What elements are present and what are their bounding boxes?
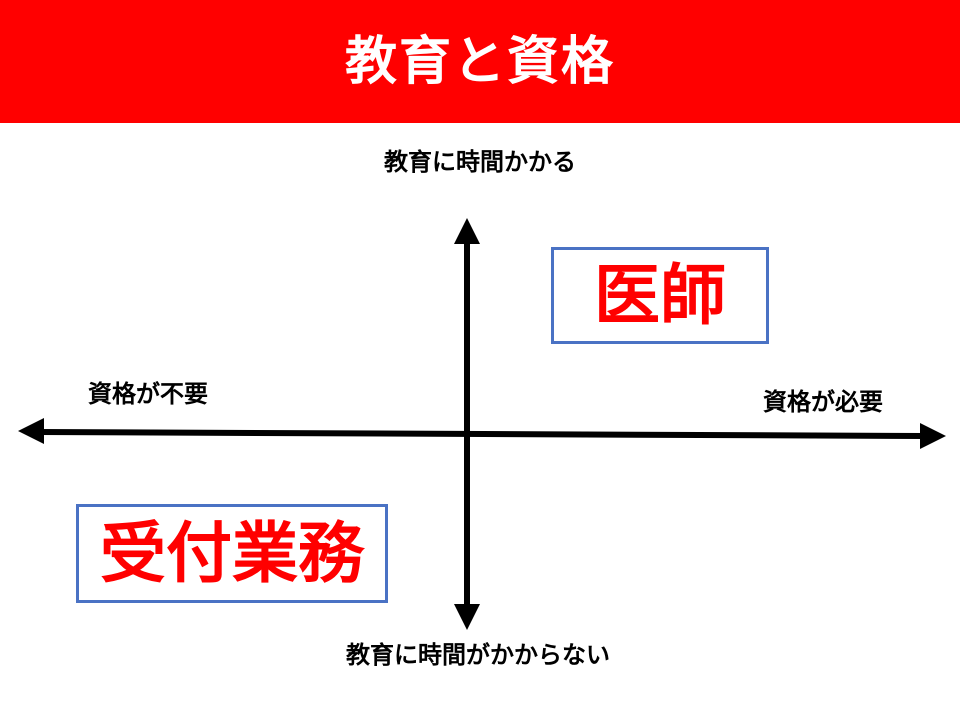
page-title: 教育と資格: [344, 31, 615, 92]
item-label-reception: 受付業務: [100, 514, 364, 592]
axis-label-left: 資格が不要: [88, 380, 208, 408]
arrow-down-icon: [454, 604, 480, 630]
axis-label-top: 教育に時間かかる: [384, 148, 576, 176]
horizontal-axis: [37, 429, 925, 439]
item-box-doctor: 医師: [551, 247, 769, 344]
item-box-reception: 受付業務: [76, 504, 388, 603]
axis-label-bottom: 教育に時間がかからない: [346, 641, 610, 669]
item-label-doctor: 医師: [594, 256, 726, 334]
arrow-right-icon: [920, 423, 946, 449]
arrow-left-icon: [18, 418, 44, 444]
arrow-up-icon: [454, 218, 480, 244]
axis-label-right: 資格が必要: [763, 388, 883, 416]
title-bar: 教育と資格: [0, 0, 960, 123]
